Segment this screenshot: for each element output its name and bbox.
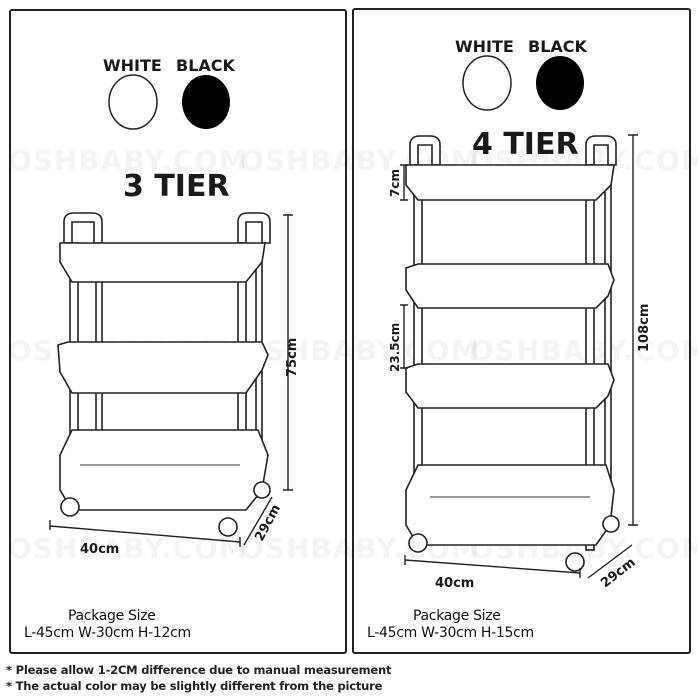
length-label: 40cm bbox=[435, 576, 474, 591]
black-swatch bbox=[536, 56, 584, 110]
three-tier-cart-drawing bbox=[49, 212, 293, 547]
three-tier-title: 3 TIER bbox=[123, 169, 230, 204]
color-label-white: WHITE bbox=[455, 37, 514, 56]
package-size-value: L-45cm W-30cm H-15cm bbox=[367, 625, 534, 641]
height-label: 75cm bbox=[285, 338, 300, 377]
four-tier-cart-drawing bbox=[400, 134, 638, 579]
note-color: * The actual color may be slightly diffe… bbox=[6, 679, 383, 693]
tier-spacing-label: 23.5cm bbox=[388, 323, 402, 372]
three-tier-panel bbox=[9, 9, 347, 654]
height-label: 108cm bbox=[637, 304, 652, 352]
four-tier-title: 4 TIER bbox=[472, 127, 579, 162]
white-swatch bbox=[108, 74, 158, 130]
white-swatch bbox=[462, 55, 512, 111]
color-label-black: BLACK bbox=[528, 37, 588, 56]
color-label-black: BLACK bbox=[176, 56, 236, 75]
svg-text:OSHBABY.COM: OSHBABY.COM bbox=[8, 144, 248, 177]
four-tier-panel bbox=[352, 8, 691, 654]
length-label: 40cm bbox=[80, 542, 119, 557]
black-swatch bbox=[182, 75, 230, 129]
package-size-value: L-45cm W-30cm H-12cm bbox=[24, 625, 191, 641]
note-measurement: * Please allow 1-2CM difference due to m… bbox=[6, 663, 392, 677]
package-size-title: Package Size bbox=[413, 608, 501, 624]
svg-text:OSHBABY.COM: OSHBABY.COM bbox=[470, 334, 698, 367]
svg-text:OSHBABY.COM: OSHBABY.COM bbox=[240, 334, 480, 367]
color-label-white: WHITE bbox=[103, 56, 162, 75]
svg-text:OSHBABY.COM: OSHBABY.COM bbox=[8, 532, 248, 565]
package-size-title: Package Size bbox=[68, 608, 156, 624]
basket-depth-label: 7cm bbox=[388, 169, 402, 197]
